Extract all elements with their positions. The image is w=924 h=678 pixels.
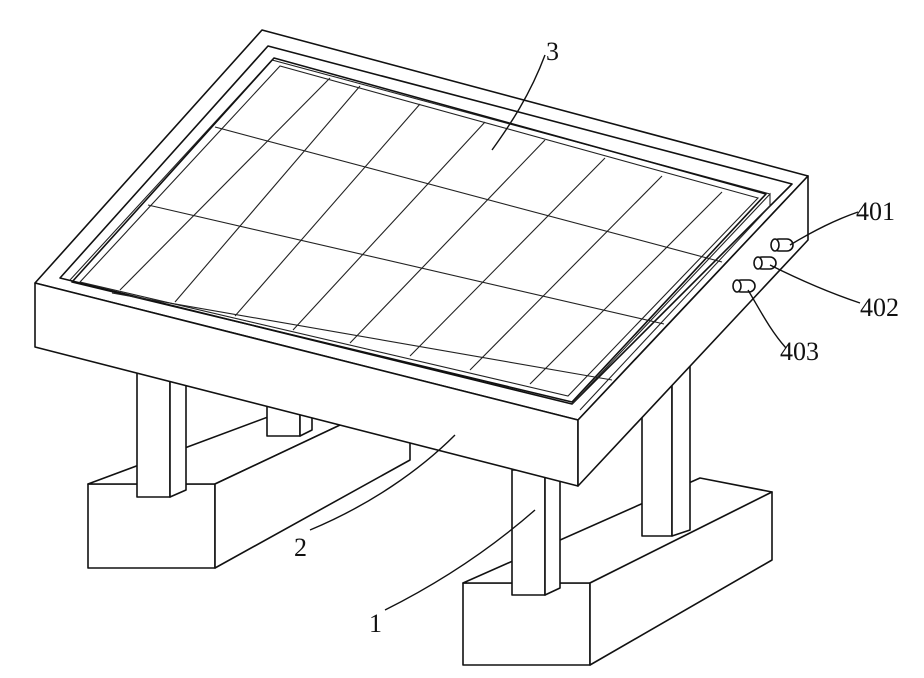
port-401 xyxy=(771,239,793,251)
label-port-403: 403 xyxy=(780,337,819,366)
post-front-right xyxy=(512,462,560,595)
label-port-401: 401 xyxy=(856,197,895,226)
port-403 xyxy=(733,280,755,292)
label-frame: 2 xyxy=(294,533,307,562)
leader-402 xyxy=(770,265,860,303)
label-panel: 3 xyxy=(546,37,559,66)
base-block-right xyxy=(463,478,772,665)
port-402 xyxy=(754,257,776,269)
label-port-402: 402 xyxy=(860,293,899,322)
label-post: 1 xyxy=(369,609,382,638)
